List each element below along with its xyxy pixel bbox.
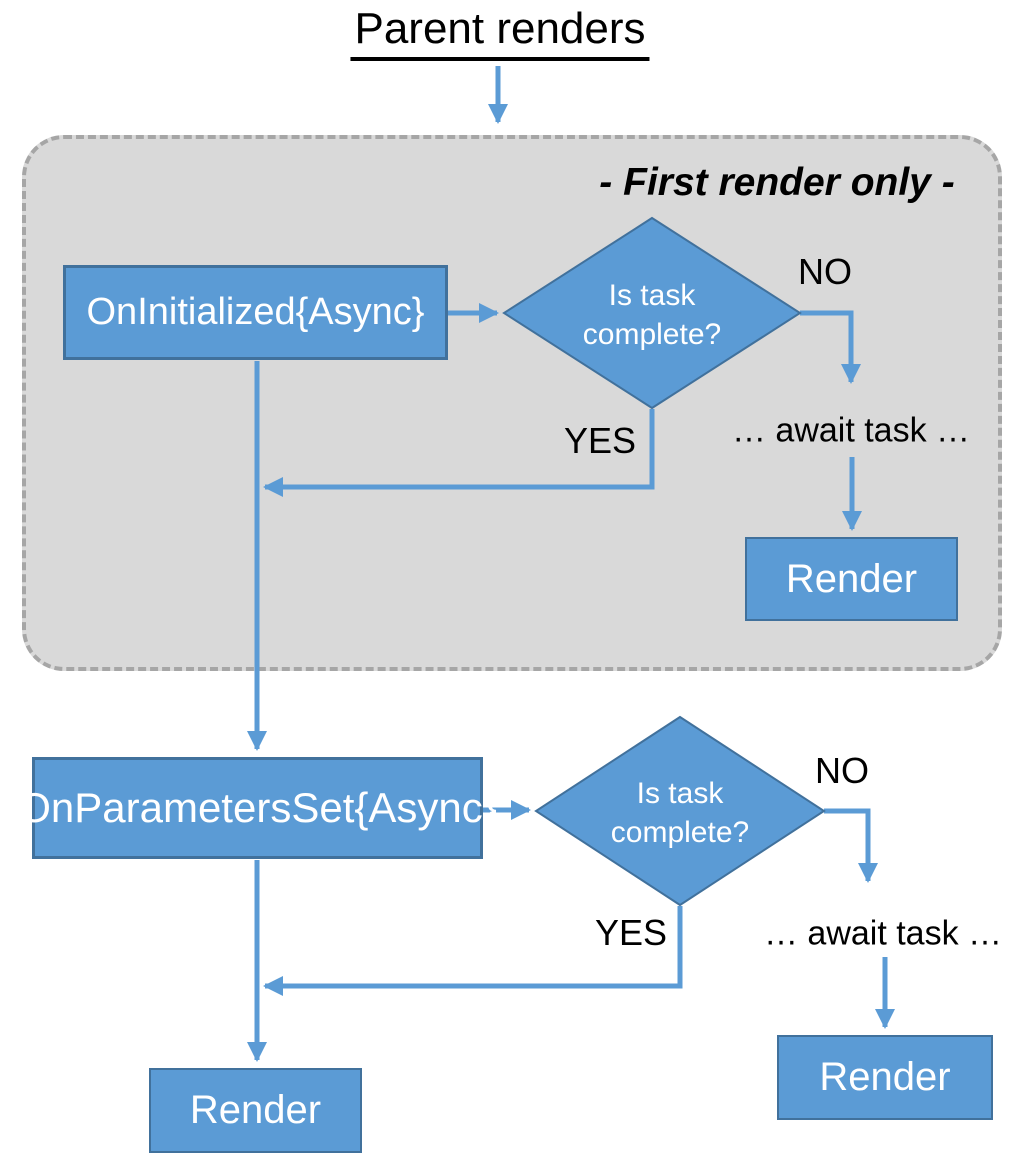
render1-node: Render [745,537,958,621]
decision2-yes-label: YES [594,912,668,953]
decision2-no-label: NO [815,750,869,791]
await-task2-label: … await task … [763,914,1003,953]
decision1-no-label: NO [798,251,852,292]
decision2-label: Is task complete? [610,777,750,849]
decision1-label: Is task complete? [582,279,722,351]
decision1-yes-label: YES [563,420,637,461]
page-title: Parent renders [350,4,650,61]
await-task1-label: … await task … [731,411,971,450]
onparametersset-node: OnParametersSet{Async} [18,757,497,859]
render3-node: Render [149,1068,362,1153]
oninitialized-node: OnInitialized{Async} [63,265,448,360]
first-render-group-label: - First render only - [599,161,955,204]
render2-node: Render [777,1035,993,1120]
arrow-decision2-no-path [824,808,878,884]
